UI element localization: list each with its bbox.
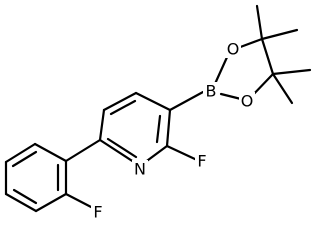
- bond-pyridine-inner-2: [155, 114, 162, 144]
- boron-label-bg: [203, 82, 219, 100]
- bond-methyl-top-right: [260, 28, 299, 41]
- bond-c-c: [260, 37, 275, 76]
- bond-biaryl: [64, 138, 102, 163]
- bond-pyridine-2: [102, 91, 138, 112]
- bond-pyridine-4: [165, 108, 172, 148]
- oxygen-bottom-label: O: [241, 92, 254, 111]
- bond-pyridine-f: [165, 144, 199, 162]
- bond-methyl-top-left: [255, 4, 264, 41]
- oxygen-top-label-bg: [225, 40, 241, 58]
- boron-label: B: [206, 82, 217, 101]
- bond-b-o-top: [212, 53, 230, 88]
- bond-phenyl-inner-1: [11, 150, 38, 168]
- pyridine-fluorine-label-bg: [195, 152, 210, 170]
- phenyl-fluorine-label: F: [93, 203, 102, 222]
- phenyl-fluorine-label-bg: [91, 203, 106, 221]
- bond-pyridine-1: [98, 108, 106, 142]
- bond-pyridine-inner-1: [109, 99, 137, 116]
- bond-phenyl-f: [64, 192, 95, 210]
- bond-phenyl-5: [34, 192, 68, 213]
- bond-pyridine-3: [134, 91, 172, 112]
- nitrogen-label-bg: [132, 160, 148, 178]
- bond-boron-link: [168, 90, 205, 112]
- bond-phenyl-4: [4, 192, 38, 213]
- bond-pyridine-inner-3: [106, 137, 138, 159]
- bond-phenyl-1: [33, 142, 68, 163]
- oxygen-top-label: O: [227, 40, 240, 59]
- bond-methyl-bottom-right: [271, 68, 312, 76]
- bond-phenyl-inner-2: [12, 188, 38, 205]
- bond-phenyl-2: [4, 142, 37, 164]
- oxygen-bottom-label-bg: [239, 92, 255, 110]
- nitrogen-label: N: [134, 160, 146, 179]
- pyridine-fluorine-label: F: [197, 152, 206, 171]
- bond-o-bottom-b: [219, 92, 243, 101]
- bond-methyl-bottom: [271, 72, 294, 105]
